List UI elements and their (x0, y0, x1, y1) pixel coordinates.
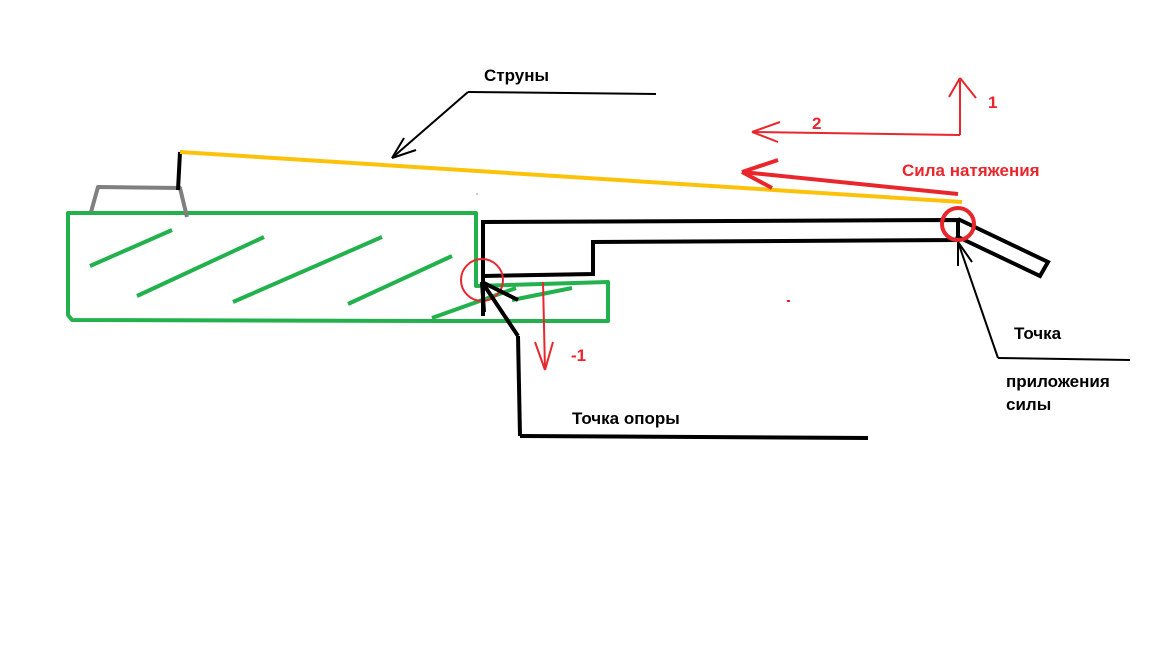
pivot-point-label: Точка опоры (572, 409, 680, 428)
arrow-2-label: 2 (812, 114, 822, 133)
component-arrows (751, 77, 977, 143)
force-point-circle (940, 206, 976, 242)
neck-body (66, 211, 610, 323)
strings-leader (391, 91, 657, 159)
string-anchor-post (176, 151, 182, 191)
point-of-application-label-line2: приложения (1006, 372, 1110, 391)
arrow-1-label: 1 (988, 93, 998, 112)
hatch-line (347, 254, 453, 306)
hatch-line (232, 235, 383, 304)
point-of-application-label-line1: Точка (1014, 324, 1062, 343)
stray-dot (787, 300, 790, 302)
point-of-application-label: приложения силы (1006, 370, 1110, 416)
lever-handle (955, 217, 1051, 279)
hatch-line (136, 235, 265, 298)
tension-force-label: Сила натяжения (902, 161, 1040, 180)
lever (481, 217, 960, 316)
point-of-application-label-line3: силы (1006, 395, 1052, 414)
tension-force-arrow (741, 158, 959, 196)
neck-body-outline (66, 211, 610, 323)
hatch-line (89, 228, 173, 268)
stray-dot (476, 193, 478, 195)
pivot-leader (480, 280, 869, 440)
nut (89, 185, 189, 218)
force-point-leader (957, 241, 1131, 361)
strings-label: Струны (484, 66, 550, 85)
arrow-minus-1-label: -1 (571, 346, 587, 365)
string-line (179, 150, 963, 204)
downward-arrow (534, 281, 554, 371)
hatch-line (511, 286, 573, 302)
